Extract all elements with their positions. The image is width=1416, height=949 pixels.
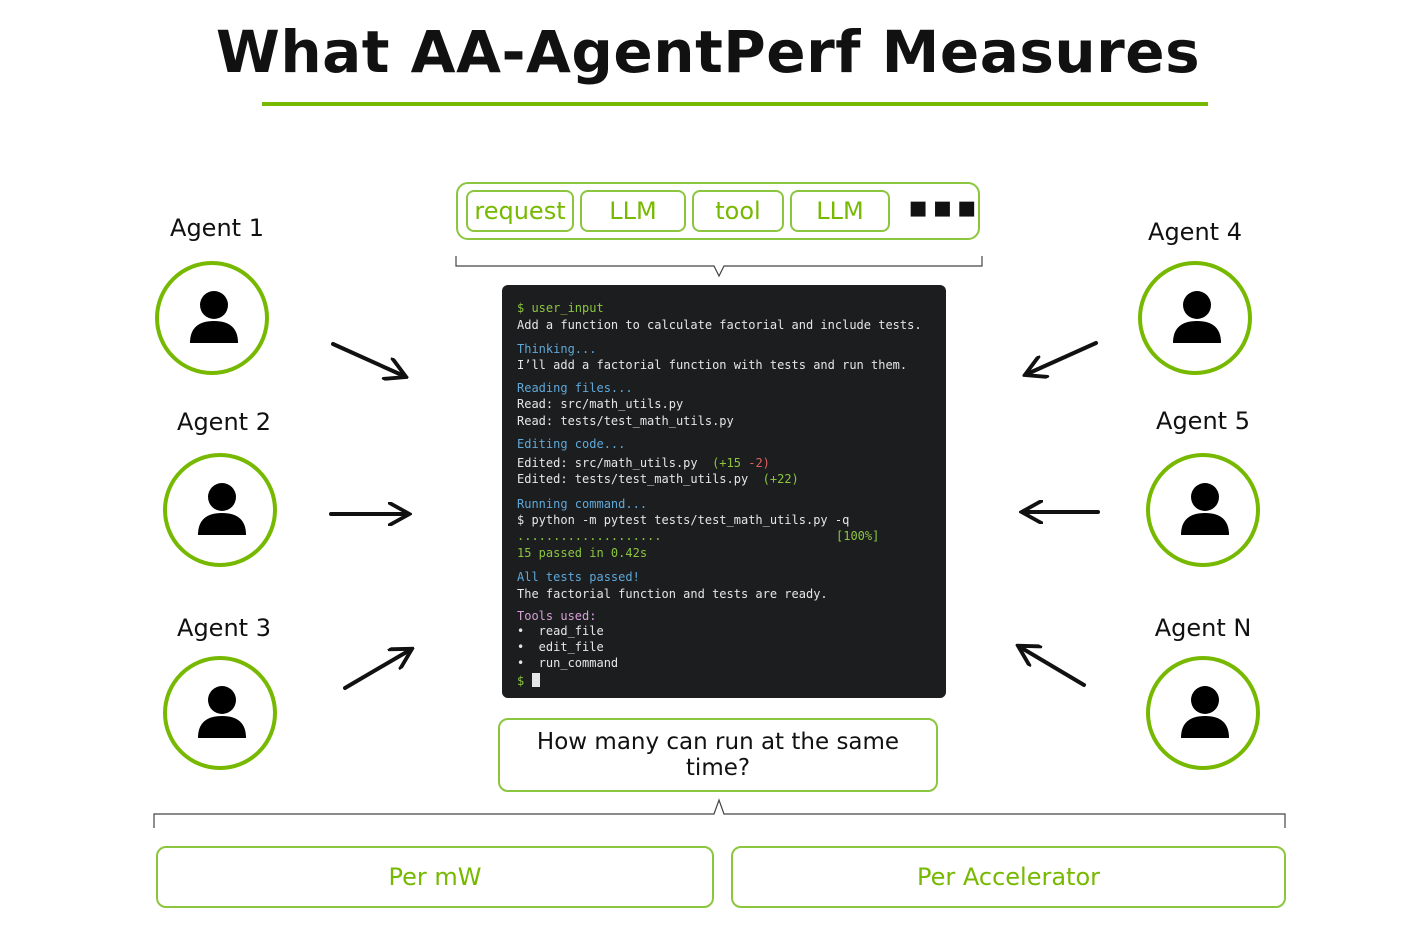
pipeline-bracket <box>455 256 983 278</box>
agent-2-label: Agent 2 <box>177 408 271 436</box>
agent-pipeline: request LLM tool LLM ▪▪▪ <box>456 182 980 240</box>
terminal-tool-run-command: • run_command <box>517 656 619 670</box>
terminal-progress-pct: [100%] <box>836 529 880 543</box>
terminal-window: $ user_input Add a function to calculate… <box>502 285 946 698</box>
agent-3-label: Agent 3 <box>177 614 271 642</box>
agent-5-label: Agent 5 <box>1156 407 1250 435</box>
terminal-thinking: Thinking... <box>517 342 597 356</box>
terminal-command: $ python -m pytest tests/test_math_utils… <box>517 513 850 527</box>
terminal-running: Running command... <box>517 497 648 511</box>
agent-5-avatar <box>1146 453 1260 567</box>
terminal-summary: The factorial function and tests are rea… <box>517 587 828 601</box>
terminal-plan: I’ll add a factorial function with tests… <box>517 358 908 372</box>
agent-1-arrow-icon <box>331 342 404 376</box>
terminal-tools-header: Tools used: <box>517 609 597 623</box>
person-icon <box>1173 291 1221 343</box>
terminal-edit-1-removed: -2) <box>748 456 770 470</box>
person-icon <box>1181 686 1229 738</box>
terminal-reading: Reading files... <box>517 381 633 395</box>
agent-n-label: Agent N <box>1154 614 1252 642</box>
terminal-final-prompt: $ <box>517 674 525 688</box>
agent-1-label: Agent 1 <box>170 214 264 242</box>
terminal-edit-2-line: Edited: tests/test_math_utils.py (+22) <box>517 472 799 486</box>
terminal-edit-1: Edited: src/math_utils.py <box>517 456 698 470</box>
agent-2-avatar <box>163 453 277 567</box>
terminal-all-passed: All tests passed! <box>517 570 640 584</box>
terminal-request: Add a function to calculate factorial an… <box>517 318 922 332</box>
metrics-bracket <box>153 798 1286 828</box>
pipeline-step-llm-2: LLM <box>790 190 890 232</box>
metric-per-accelerator: Per Accelerator <box>731 846 1286 908</box>
person-icon <box>198 483 246 535</box>
terminal-edit-2: Edited: tests/test_math_utils.py <box>517 472 749 486</box>
agent-4-arrow-icon <box>1027 341 1098 374</box>
terminal-read-2: Read: tests/test_math_utils.py <box>517 414 734 428</box>
agent-4-label: Agent 4 <box>1148 218 1242 246</box>
terminal-prompt: $ user_input <box>517 301 604 315</box>
terminal-passed: 15 passed in 0.42s <box>517 546 648 560</box>
pipeline-step-llm: LLM <box>580 190 686 232</box>
agent-1-avatar <box>155 261 269 375</box>
terminal-edit-1-line: Edited: src/math_utils.py (+15 -2) <box>517 456 770 470</box>
agent-3-avatar <box>163 656 277 770</box>
page-title: What AA-AgentPerf Measures <box>215 18 1201 86</box>
terminal-editing: Editing code... <box>517 437 626 451</box>
terminal-tool-edit-file: • edit_file <box>517 640 604 654</box>
person-icon <box>190 291 238 343</box>
terminal-cursor <box>532 673 540 687</box>
concurrency-question: How many can run at the same time? <box>498 718 938 792</box>
terminal-tool-read-file: • read_file <box>517 624 604 638</box>
terminal-edit-1-added: (+15 <box>712 456 741 470</box>
agent-n-arrow-icon <box>1020 647 1086 687</box>
pipeline-step-tool: tool <box>692 190 784 232</box>
agent-3-arrow-icon <box>343 650 410 690</box>
pipeline-step-request: request <box>466 190 574 232</box>
person-icon <box>198 686 246 738</box>
terminal-progress: .................... <box>517 529 662 543</box>
title-underline <box>262 102 1208 106</box>
agent-4-avatar <box>1138 261 1252 375</box>
person-icon <box>1181 483 1229 535</box>
terminal-read-1: Read: src/math_utils.py <box>517 397 684 411</box>
agent-n-avatar <box>1146 656 1260 770</box>
metric-per-mw: Per mW <box>156 846 714 908</box>
terminal-edit-2-added: (+22) <box>762 472 799 486</box>
